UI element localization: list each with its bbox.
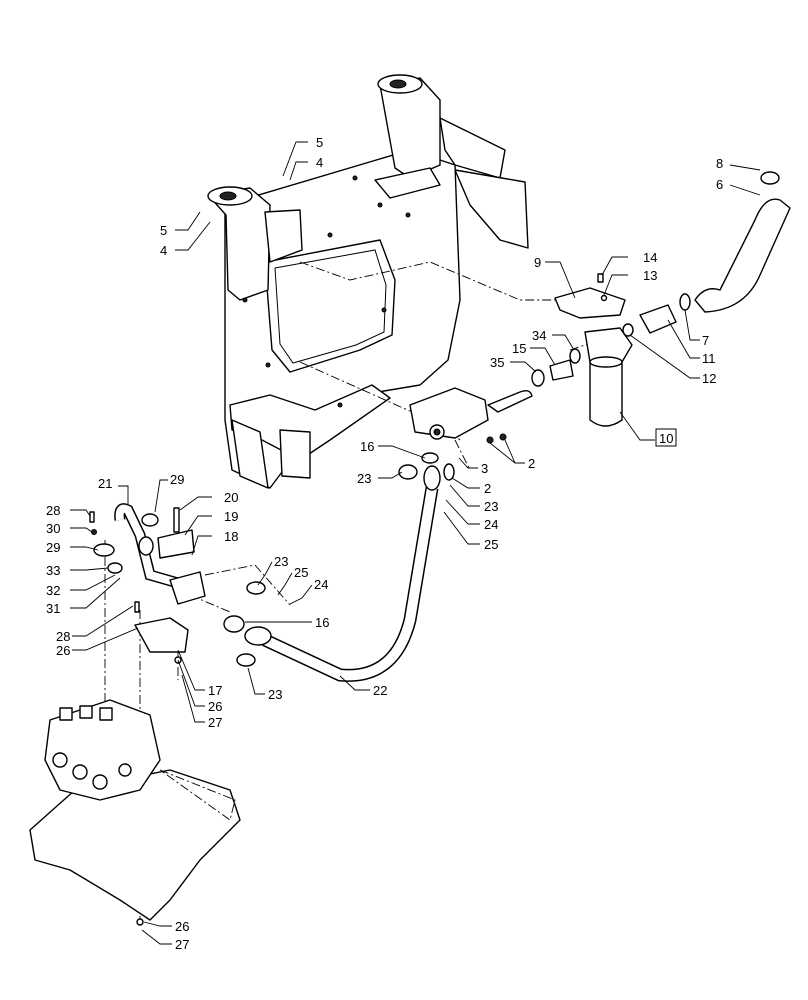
o-ring-35	[531, 369, 545, 387]
seal-16b	[223, 615, 245, 633]
callout-32: 32	[46, 583, 60, 598]
o-ring-34	[569, 348, 581, 364]
callout-3: 3	[481, 461, 488, 476]
callout-24b: 24	[314, 577, 328, 592]
callout-30: 30	[46, 521, 60, 536]
callout-20: 20	[224, 490, 238, 505]
callout-23a: 23	[357, 471, 371, 486]
callout-33: 33	[46, 563, 60, 578]
clamp-23b	[443, 463, 455, 481]
callout-29a: 29	[170, 472, 184, 487]
bolt-14	[597, 273, 604, 283]
callout-19: 19	[224, 509, 238, 524]
callout-12: 12	[702, 371, 716, 386]
callout-23c: 23	[274, 554, 288, 569]
callout-23d: 23	[268, 687, 282, 702]
callout-13: 13	[643, 268, 657, 283]
hose-22	[262, 487, 437, 681]
callout-26b: 26	[208, 699, 222, 714]
callout-23b: 23	[484, 499, 498, 514]
callout-14: 14	[643, 250, 657, 265]
adapter-11	[639, 304, 677, 334]
callout-15: 15	[512, 341, 526, 356]
callout-11: 11	[702, 351, 716, 366]
callout-5a: 5	[316, 135, 323, 150]
valve-block	[409, 387, 489, 439]
adapter-15	[549, 359, 574, 381]
bracket-17	[134, 617, 189, 653]
callout-25b: 25	[294, 565, 308, 580]
callout-16a: 16	[360, 439, 374, 454]
callout-26a: 26	[56, 643, 70, 658]
chassis-frame	[207, 74, 529, 489]
callout-labels: 5 4 5 4 8 6 9 14 13 7 11 12 34 15 35 10 …	[46, 135, 723, 952]
callout-8: 8	[716, 156, 723, 171]
callout-4a: 4	[316, 155, 323, 170]
callout-4b: 4	[160, 243, 167, 258]
callout-22: 22	[373, 683, 387, 698]
clamp-23c	[246, 581, 266, 595]
callout-10: 10	[659, 431, 673, 446]
callout-9: 9	[534, 255, 541, 270]
hose-assembly	[89, 452, 455, 926]
bracket-9	[554, 287, 626, 319]
callout-25a: 25	[484, 537, 498, 552]
pipe-21	[115, 504, 187, 589]
callout-17: 17	[208, 683, 222, 698]
washer-13	[600, 294, 608, 302]
filter-assembly	[409, 171, 791, 444]
callout-34: 34	[532, 328, 546, 343]
clamp-29a	[141, 513, 159, 527]
bolt-20	[173, 507, 180, 533]
callout-16b: 16	[315, 615, 329, 630]
filter-canister-10	[589, 361, 623, 427]
callout-31: 31	[46, 601, 60, 616]
callout-29b: 29	[46, 540, 60, 555]
bolt-28a	[89, 511, 95, 523]
clamp-8	[760, 171, 780, 185]
callout-26c: 26	[175, 919, 189, 934]
callout-18: 18	[224, 529, 238, 544]
callout-2a: 2	[528, 456, 535, 471]
callout-35: 35	[490, 355, 504, 370]
callout-28a: 28	[46, 503, 60, 518]
filter-head	[584, 327, 633, 363]
seal-33	[107, 562, 123, 574]
clamp-23a	[398, 464, 418, 480]
callout-10-box	[655, 428, 677, 447]
callout-6: 6	[716, 177, 723, 192]
o-ring-12	[622, 323, 634, 337]
leader-lines	[70, 141, 761, 945]
clamp-23d	[236, 653, 256, 667]
callout-7: 7	[702, 333, 709, 348]
washer-30	[91, 529, 97, 535]
callout-5b: 5	[160, 223, 167, 238]
callout-21: 21	[98, 476, 112, 491]
callout-24a: 24	[484, 517, 498, 532]
hose-6	[694, 198, 791, 313]
clamp-7	[679, 293, 691, 311]
clamp-29b	[93, 543, 115, 557]
callout-28b: 28	[56, 629, 70, 644]
callout-2b: 2	[484, 481, 491, 496]
control-valve-and-subframe	[29, 699, 241, 921]
seal-16a	[421, 452, 439, 464]
callout-27a: 27	[208, 715, 222, 730]
flange-18	[169, 571, 206, 605]
callout-27b: 27	[175, 937, 189, 952]
clamp-block-19	[157, 529, 195, 559]
